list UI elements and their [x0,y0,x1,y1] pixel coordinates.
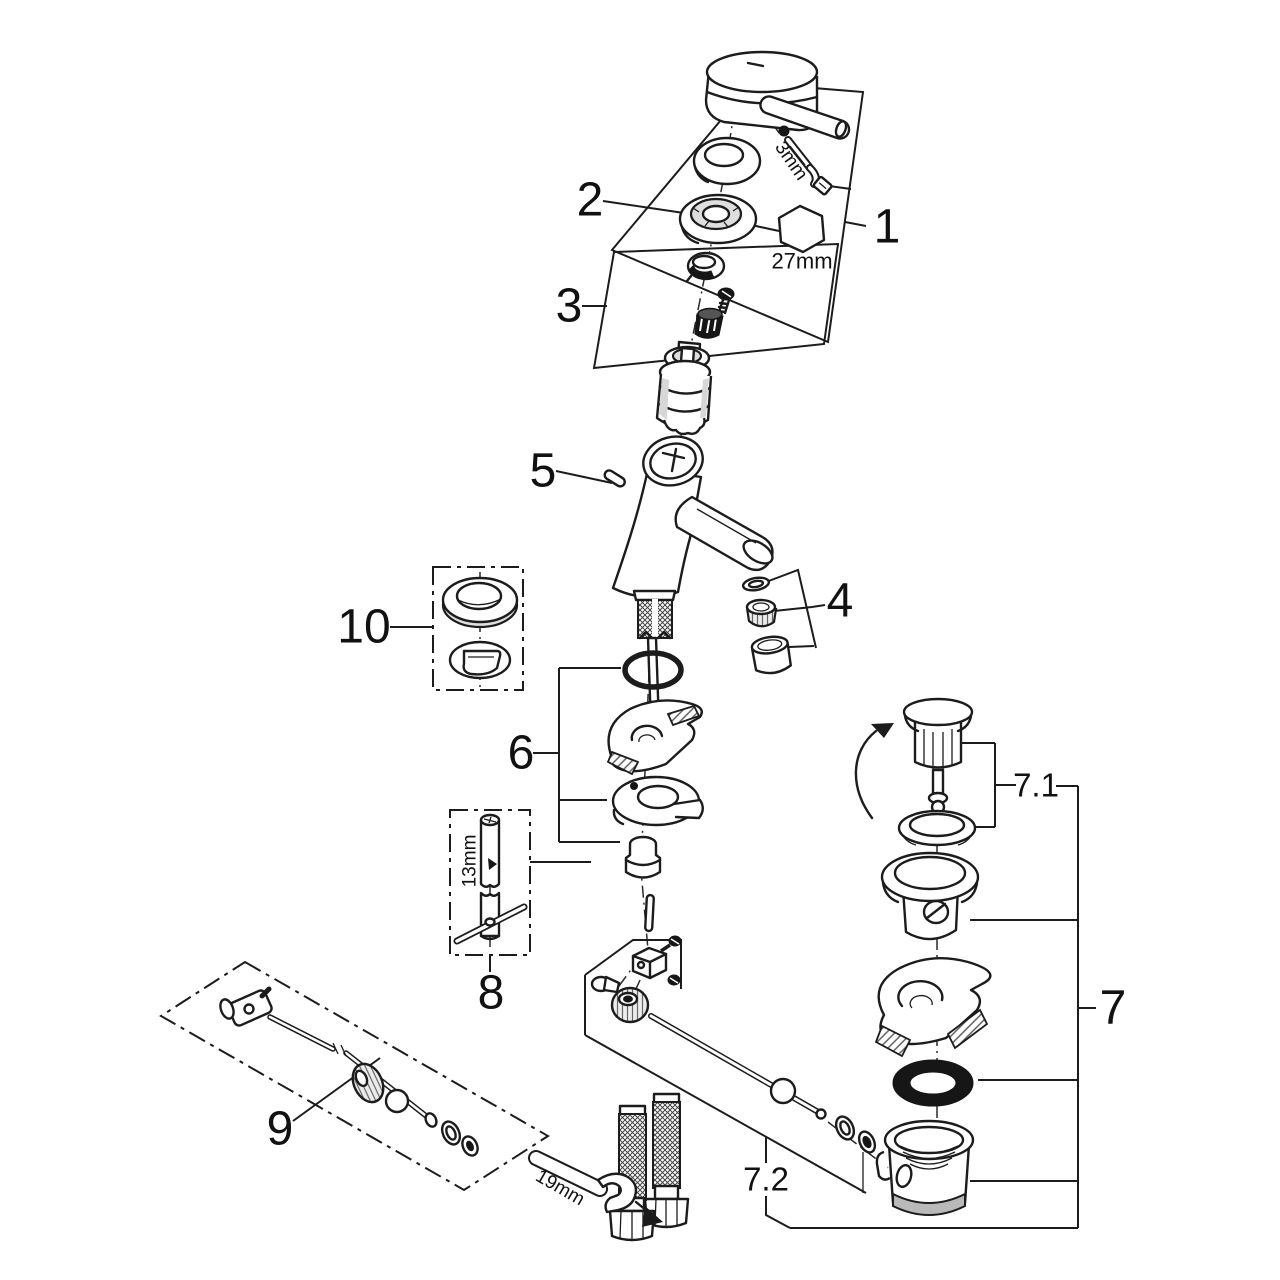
part-drain-flange [880,851,980,941]
part-base-gasket [606,699,703,776]
callout-8: 8 [478,967,505,1020]
part-connector-pin [644,893,655,933]
wrench-icon [528,1150,663,1227]
part-faucet-body [603,435,774,758]
part-horizontal-rod [648,1013,877,1154]
part-mounting-nut [624,835,662,879]
part-escutcheon-ring [441,576,519,629]
part-drain-o-ring [892,1059,974,1107]
part-cap-ring [678,193,758,245]
callout-3: 3 [556,280,583,333]
callout-6: 6 [508,727,535,780]
part-handle-ring [692,136,762,186]
rotate-arrow-icon [854,723,894,820]
part-popup-plug [902,697,974,815]
bracket-7-1 [957,742,1016,828]
callout-10: 10 [337,601,390,654]
part-escutcheon-gasket [448,640,512,680]
bracket-4 [765,568,826,649]
callout-2: 2 [577,174,604,227]
callout-9: 9 [267,1103,294,1156]
part-drain-housing [875,1119,975,1216]
group-box-10 [432,566,524,691]
part-aerator-housing [750,635,792,675]
part-cartridge-adapter [694,307,724,339]
part-linkage-joint [631,935,682,986]
callout-5: 5 [530,445,557,498]
group-box-3 [592,242,840,370]
part-cartridge [655,340,713,436]
part-knurled-nut [610,986,650,1024]
dimension-labels: 3mm 27mm 13mm 19mm [460,138,833,1211]
bracket-6 [533,667,621,843]
part-aerator-insert [745,598,778,628]
callout-7-1: 7.1 [1013,767,1059,804]
bracket-7 [765,785,1096,1229]
part-lever-handle [704,50,851,140]
callout-4: 4 [827,575,854,628]
part-horseshoe-washer [611,775,704,827]
hex-size-label: 27mm [771,249,832,274]
part-cartridge-screw [716,287,735,315]
part-aerator-washer [741,576,771,592]
part-plug-gasket [897,809,977,847]
group-box-1 [610,81,865,344]
part-linkage-plug [590,975,621,994]
callout-7-2: 7.2 [743,1161,789,1198]
part-popup-rod-assembly [219,986,479,1157]
group-outline-7-2 [584,939,867,1194]
allen-key-icon [784,136,833,196]
part-drain-gasket-wedge [874,957,992,1058]
callout-7: 7 [1100,982,1127,1035]
socket-size-label: 13mm [460,835,481,888]
callout-labels: 1 2 3 4 5 6 7 7.1 7.2 8 9 10 [267,174,1127,1198]
socket-tool-icon [453,813,528,945]
hex-27mm-icon [777,204,826,254]
part-o-ring [622,650,684,690]
part-retaining-ring [685,251,726,283]
callout-1: 1 [874,201,901,254]
group-box-9 [159,960,550,1192]
